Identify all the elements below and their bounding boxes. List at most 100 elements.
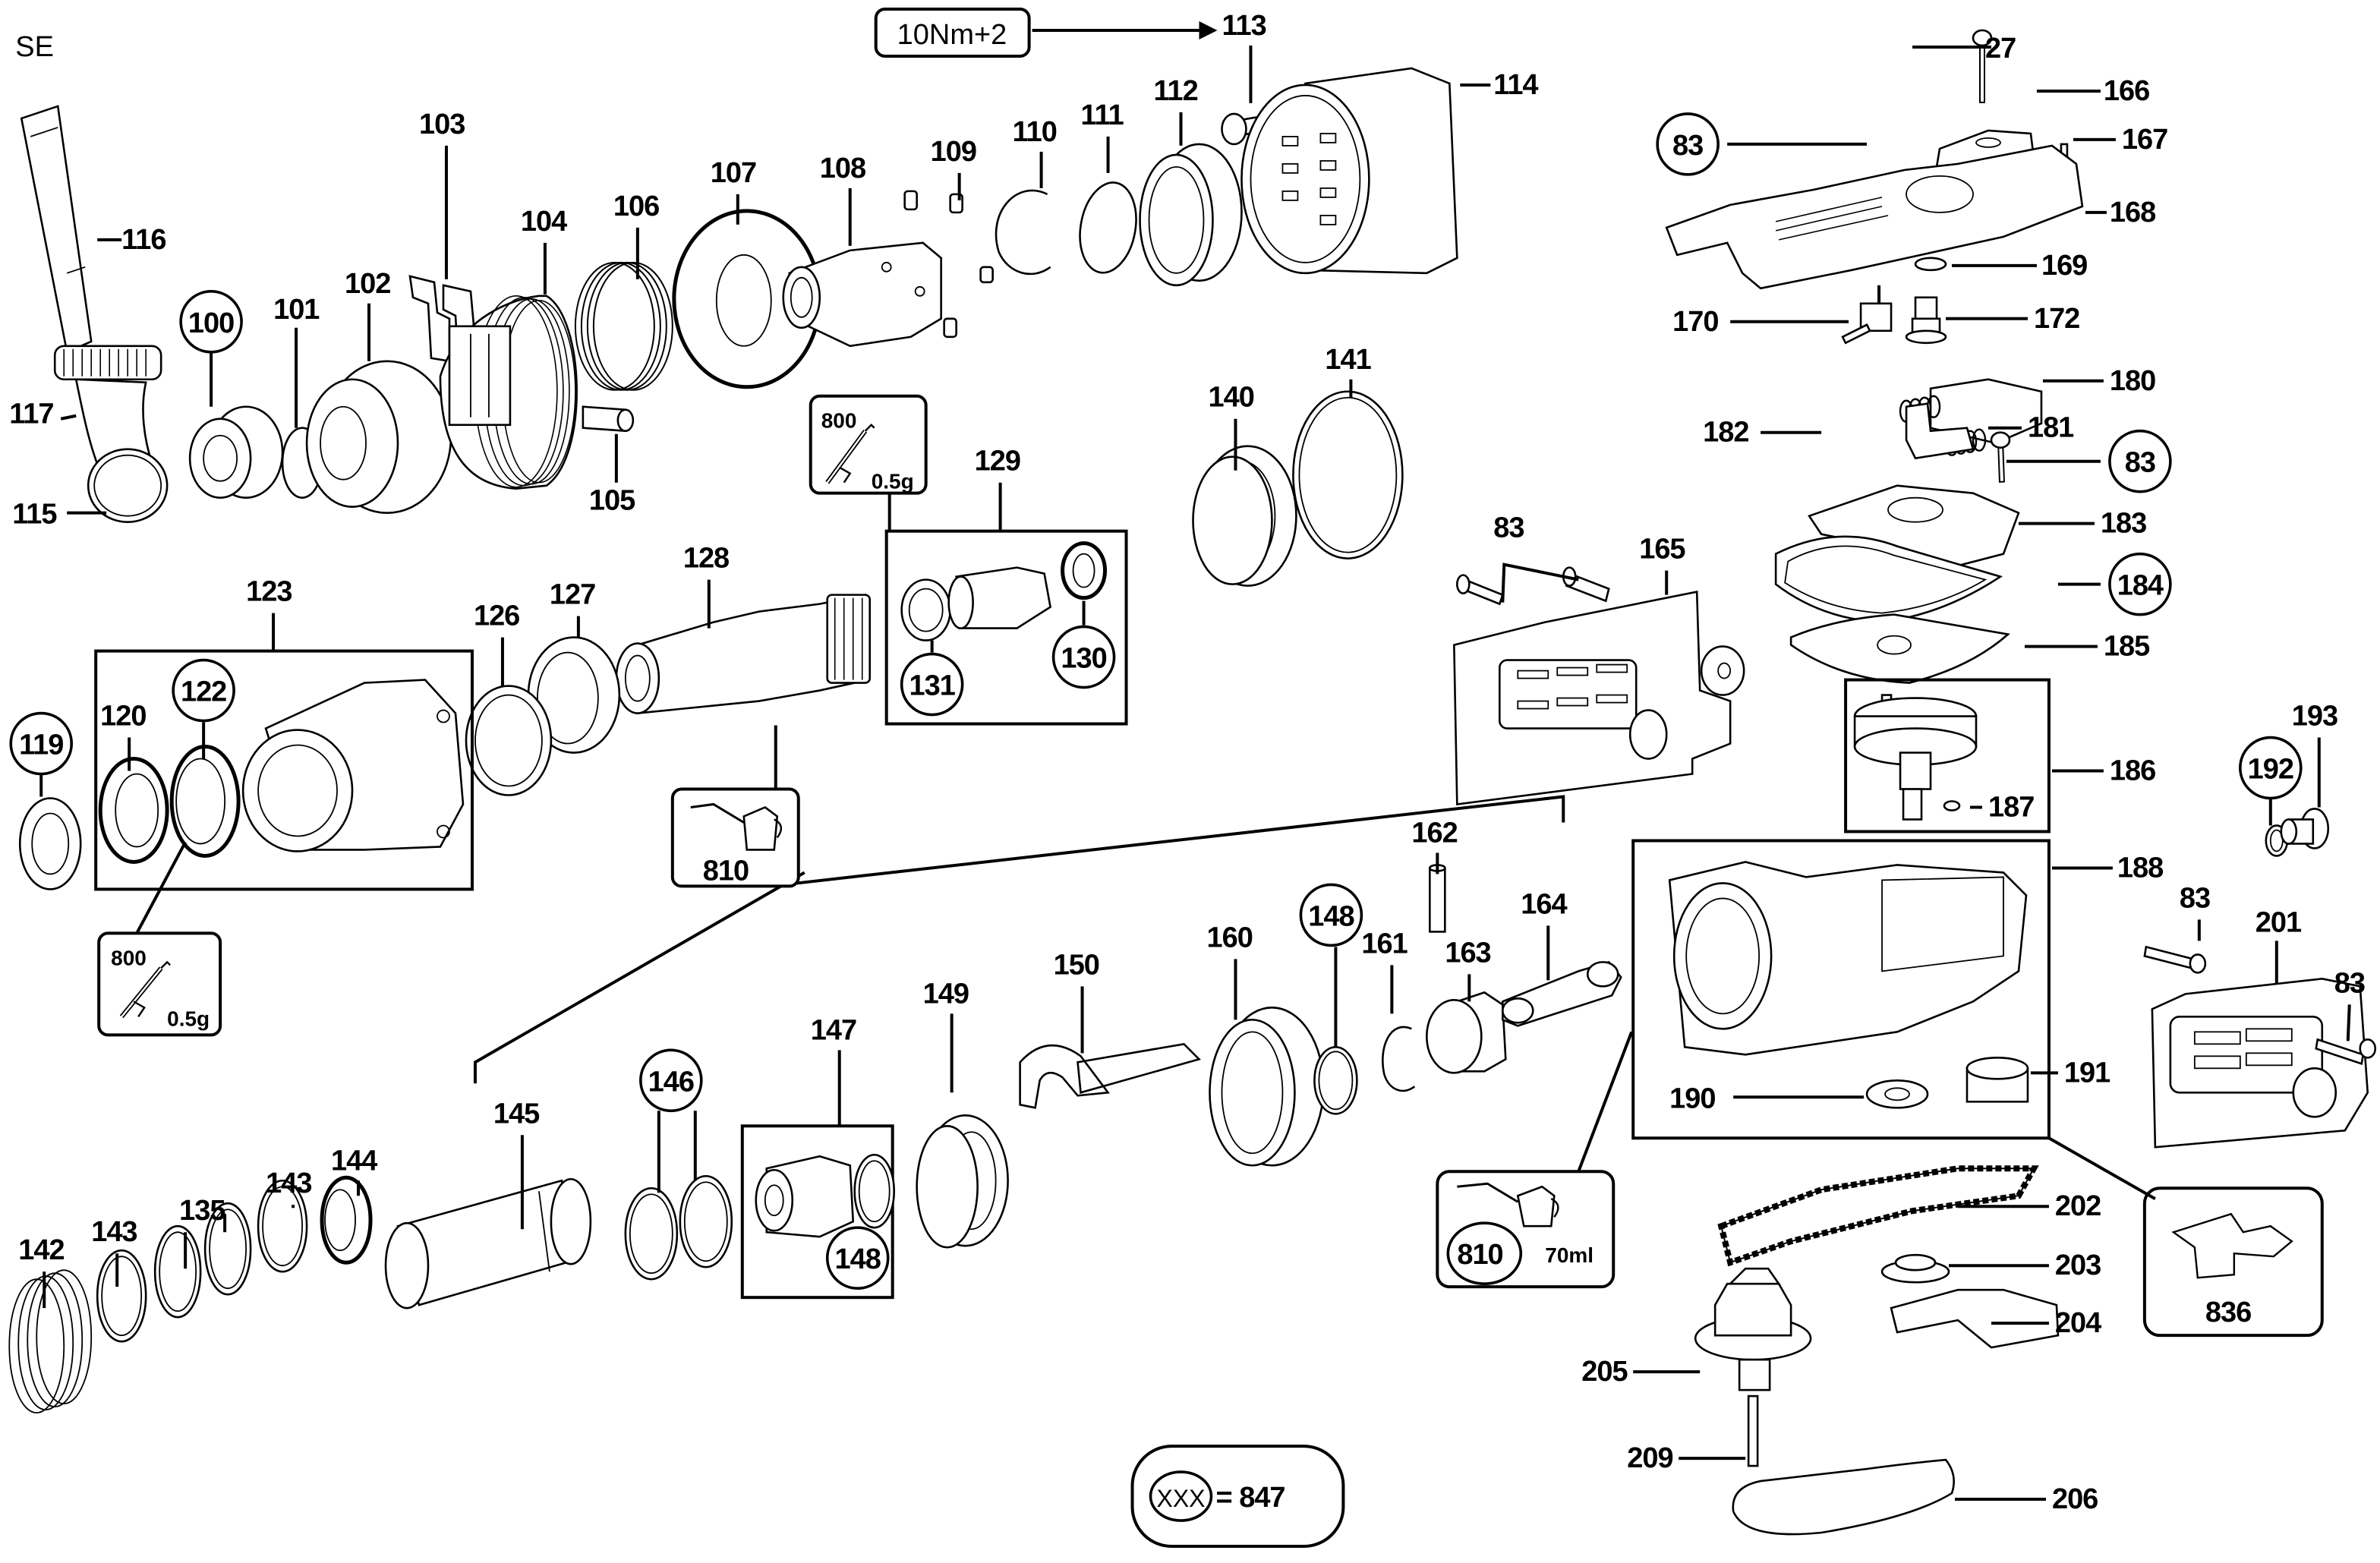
part-number-label: 142 <box>18 1234 64 1266</box>
part-163-piston <box>1426 991 1507 1074</box>
part-callout-116: 116 <box>97 224 166 256</box>
part-117-oval-ring <box>1079 181 1137 274</box>
part-callout-204: 204 <box>1991 1307 2102 1339</box>
part-callout-130: 130 <box>1051 600 1116 689</box>
kit-code: 836 <box>2205 1297 2251 1328</box>
part-number-label: 163 <box>1445 937 1490 969</box>
part-182-slide <box>1905 402 1975 460</box>
part-186-gear-assembly <box>1844 678 2051 833</box>
part-callout-115: 115 <box>12 499 107 531</box>
part-205-gear <box>1694 1267 1812 1391</box>
part-number-label: 185 <box>2104 631 2150 663</box>
grease-gun-icon <box>119 960 172 1019</box>
part-209-pin <box>1747 1394 1759 1467</box>
part-147-assembly <box>740 1124 895 1300</box>
part-number-label: 135 <box>179 1195 225 1227</box>
part-184-gasket <box>1774 535 2003 623</box>
part-162-pin <box>1429 864 1446 933</box>
part-number-label: 191 <box>2064 1057 2110 1089</box>
part-number-label: 107 <box>711 157 756 189</box>
part-callout-147: 147 <box>811 1014 857 1127</box>
box-129 <box>884 529 1128 726</box>
part-callout-83: 83 <box>2180 882 2211 941</box>
handle-clamp-band <box>87 448 169 523</box>
part-callout-186: 186 <box>2051 755 2156 787</box>
part-number-label: 143 <box>91 1216 137 1248</box>
part-number-label: 184 <box>2117 570 2164 602</box>
part-204-bracket <box>1890 1288 2060 1349</box>
part-number-label: 148 <box>1308 900 1354 932</box>
oil-callout-128: 810 <box>670 725 800 888</box>
part-callout-113: 113 <box>1222 10 1267 103</box>
part-callout-100: 100 <box>179 290 243 407</box>
part-number-label: 126 <box>474 600 519 632</box>
part-141-circlip <box>1292 390 1404 559</box>
part-number-label: 129 <box>975 446 1020 477</box>
kit-leader <box>2047 1136 2156 1200</box>
grease-leader <box>135 841 187 934</box>
box-188 <box>1631 839 2051 1140</box>
part-callout-131: 131 <box>900 640 964 717</box>
part-number-label: 202 <box>2055 1190 2101 1222</box>
part-callout-182: 182 <box>1703 417 1822 449</box>
part-callout-160: 160 <box>1206 922 1253 1020</box>
part-callout-205: 205 <box>1581 1356 1701 1388</box>
part-callout-162: 162 <box>1411 817 1458 874</box>
grease-callout-129: 800 0.5g <box>809 394 928 531</box>
part-callout-170: 170 <box>1672 306 1849 338</box>
handle-grip <box>20 105 93 354</box>
part-number-label: 115 <box>12 499 57 531</box>
part-106-spring <box>574 261 673 391</box>
part-number-label: 149 <box>923 978 969 1010</box>
part-callout-135: 135 <box>179 1195 226 1269</box>
part-number-label: 170 <box>1672 306 1718 338</box>
part-201-cover <box>2151 978 2369 1149</box>
part-callout-148: 148 <box>825 1226 890 1290</box>
part-number-label: 169 <box>2041 250 2087 282</box>
grease-callout-122: 800 0.5g <box>97 841 222 1037</box>
part-206-belt <box>1732 1458 1955 1536</box>
part-callout-185: 185 <box>2024 631 2151 663</box>
part-number-label: 109 <box>931 136 976 168</box>
part-109-rollers <box>903 190 994 339</box>
part-number-label: 148 <box>835 1243 881 1275</box>
part-callout-141: 141 <box>1325 344 1373 398</box>
part-202-chain <box>1717 1165 2039 1267</box>
part-number-label: 113 <box>1222 10 1266 42</box>
torque-note-text: 10Nm+2 <box>897 19 1007 51</box>
legend-symbol-circle <box>1149 1470 1213 1522</box>
oil-amount: 70ml <box>1545 1243 1593 1267</box>
callout-circle <box>1299 883 1363 947</box>
handle-knurl-ring <box>53 345 162 381</box>
part-number-label: 180 <box>2110 365 2155 397</box>
part-83-screws-d <box>2143 945 2377 1066</box>
part-callout-101: 101 <box>273 294 320 428</box>
part-number-label: 141 <box>1325 344 1371 376</box>
leader-810-to-145 <box>473 871 805 1084</box>
part-170-switch <box>1841 285 1893 345</box>
part-123-assembly <box>94 649 474 891</box>
part-callout-188: 188 <box>2051 852 2164 884</box>
part-callout-104: 104 <box>521 206 568 295</box>
part-number-label: 187 <box>1988 791 2034 823</box>
part-callout-187: 187 <box>1970 791 2035 823</box>
box-186 <box>1844 678 2051 833</box>
part-149-gear <box>916 1114 1009 1249</box>
part-callout-127: 127 <box>550 579 596 638</box>
part-callout-120: 120 <box>100 701 147 771</box>
part-150-fork <box>1019 1042 1201 1109</box>
part-number-label: 100 <box>188 307 234 339</box>
part-number-label: 114 <box>1493 69 1538 101</box>
callout-circle <box>639 1048 703 1113</box>
part-number-label: 183 <box>2101 508 2146 540</box>
part-number-label: 27 <box>1985 33 2016 65</box>
part-callout-191: 191 <box>2030 1057 2111 1089</box>
part-number-label: 209 <box>1627 1442 1672 1474</box>
part-callout-181: 181 <box>1988 412 2075 444</box>
part-164-connecting-rod <box>1502 960 1622 1027</box>
kit-icon <box>2171 1212 2293 1279</box>
part-callout-27: 27 <box>1912 33 2016 65</box>
part-callout-166: 166 <box>2036 75 2150 107</box>
part-83-screws-c <box>1456 562 1610 606</box>
part-168-cover <box>1665 144 2084 290</box>
